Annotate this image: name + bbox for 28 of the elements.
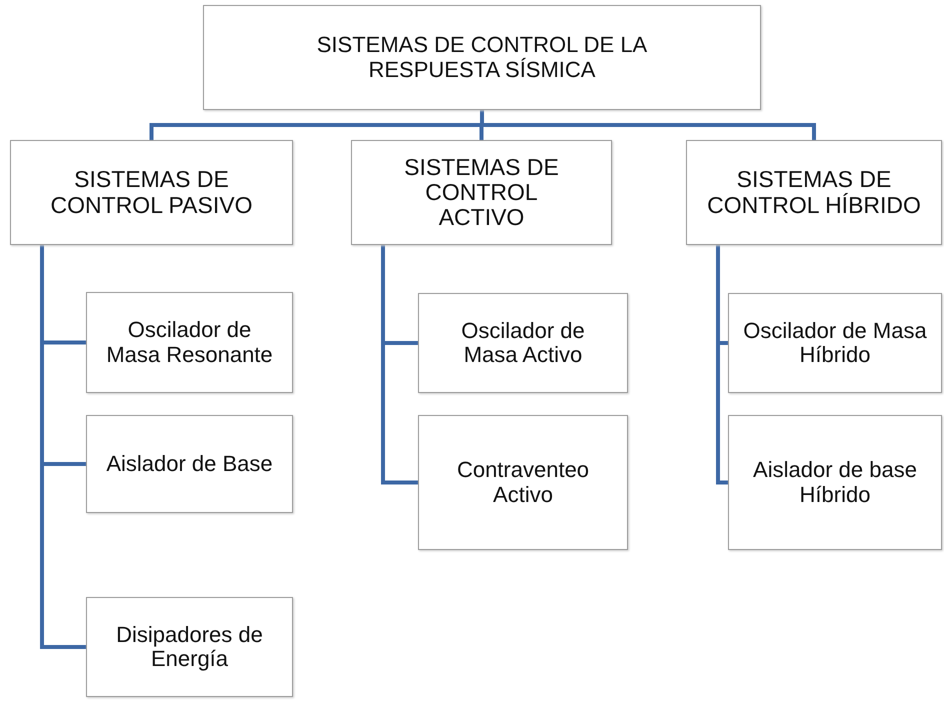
root-box xyxy=(203,5,761,110)
connector-line xyxy=(480,125,484,140)
box-label: Disipadores de Energía xyxy=(115,622,264,672)
category-box xyxy=(10,140,293,245)
connector-line xyxy=(381,245,418,484)
category-box xyxy=(86,415,293,513)
connector-line xyxy=(150,123,482,140)
category-box xyxy=(686,140,942,245)
box-label: Aislador de base Híbrido xyxy=(752,458,918,507)
box-label: Contraventeo Activo xyxy=(456,458,590,507)
connector-line xyxy=(480,110,484,125)
category-box xyxy=(728,293,942,393)
box-label: SISTEMAS DE CONTROL PASIVO xyxy=(50,167,254,218)
box-label: SISTEMAS DE CONTROL ACTIVO xyxy=(403,154,560,230)
box-label: Oscilador de Masa Activo xyxy=(460,318,586,368)
category-box xyxy=(418,293,628,393)
category-box xyxy=(351,140,612,245)
title-text: SISTEMAS DE CONTROL DE LA RESPUESTA SÍSMICA xyxy=(316,33,648,82)
category-box xyxy=(418,415,628,550)
box-label: Oscilador de Masa Resonante xyxy=(105,318,274,367)
box-label: Oscilador de Masa Híbrido xyxy=(742,318,928,368)
box-label: SISTEMAS DE CONTROL HÍBRIDO xyxy=(706,167,922,218)
connector-line xyxy=(482,123,816,140)
category-box xyxy=(728,415,942,550)
box-label: Aislador de Base xyxy=(105,452,274,476)
category-box xyxy=(86,292,293,393)
category-box xyxy=(86,597,293,697)
connector-line xyxy=(40,245,86,649)
